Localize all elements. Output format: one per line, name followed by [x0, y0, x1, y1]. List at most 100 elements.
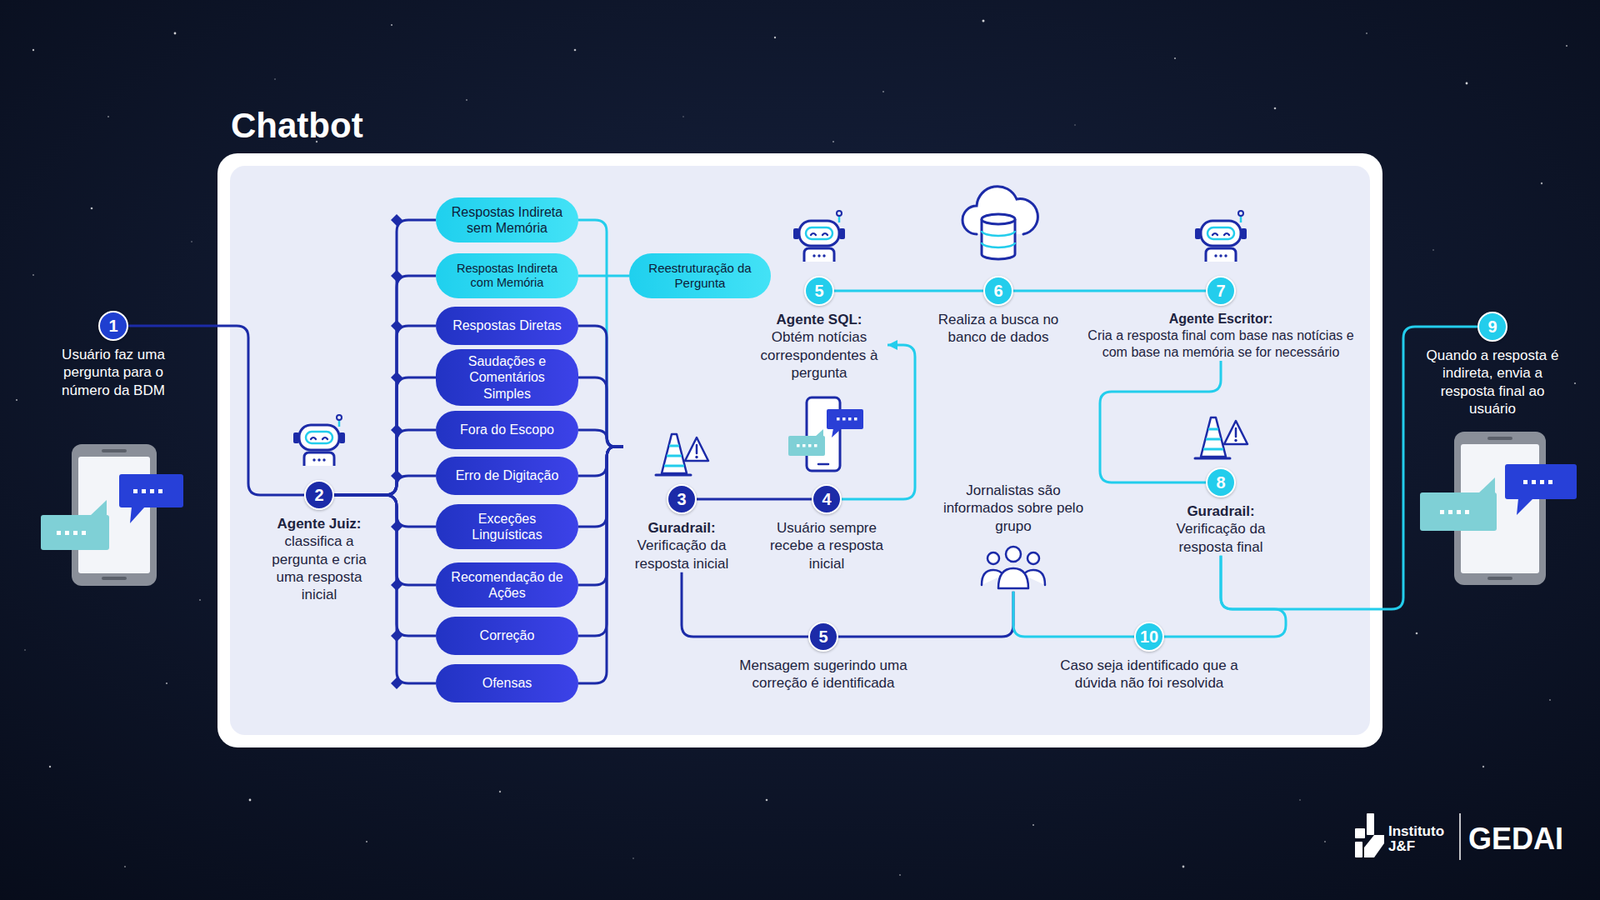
- flow-connector: [578, 275, 630, 277]
- stars: [15, 20, 1576, 876]
- phone-illustration: [40, 444, 184, 586]
- connector-line: [578, 446, 624, 636]
- pill-label: Respostas Indireta com Memória: [444, 261, 570, 291]
- step-text: classifica a pergunta e cria uma respost…: [260, 532, 378, 604]
- step-heading: Agente Escritor:: [1079, 310, 1363, 328]
- flow-connector: [1164, 555, 1286, 637]
- pill-label: Recomendação de Ações: [444, 569, 570, 601]
- connector-line: [578, 325, 624, 447]
- connector-line: [1220, 326, 1478, 610]
- db-icon: [956, 182, 1040, 263]
- pill-label: Respostas Indireta sem Memória: [444, 204, 570, 236]
- category-pill: Respostas Indireta com Memória: [435, 253, 579, 299]
- callout-number: 8: [1205, 467, 1236, 498]
- connector-line: [334, 377, 436, 495]
- connector-line: [834, 290, 984, 293]
- flow-connector: [334, 220, 436, 495]
- connector-line: [578, 446, 624, 476]
- pill-label: Fora do Escopo: [460, 421, 555, 438]
- info-text: Jornalistas são informados sobre pelo gr…: [942, 481, 1085, 535]
- phone-icon: [786, 394, 867, 475]
- info-node: Jornalistas são informados sobre pelo gr…: [942, 481, 1085, 592]
- category-pill: Ofensas: [435, 664, 579, 703]
- step-text: Caso seja identificado que a dúvida não …: [1053, 656, 1245, 693]
- step-text: Usuário sempre recebe a resposta inicial: [760, 519, 894, 573]
- connector-line: [334, 275, 436, 495]
- category-pill: Saudações e Comentários Simples: [435, 349, 579, 406]
- connector-line: [334, 220, 436, 495]
- flow-connector: [334, 275, 436, 495]
- connector-line: [578, 446, 624, 527]
- category-pill: Exceções Linguísticas: [435, 504, 579, 550]
- flow-connector: [334, 430, 436, 495]
- pill-label: Exceções Linguísticas: [444, 510, 570, 543]
- connector-line: [578, 377, 624, 447]
- step-heading: Guradrail:: [623, 519, 740, 537]
- flow-connector: [334, 377, 436, 495]
- phone-illustration: [1420, 431, 1577, 585]
- step-text: Cria a resposta final com base nas notíc…: [1079, 327, 1363, 361]
- connector-line: [1100, 360, 1221, 483]
- step-node: 10Caso seja identificado que a dúvida nã…: [1053, 621, 1245, 693]
- step-node: 8Guradrail:Verificação da resposta final: [1158, 410, 1284, 556]
- step-text: Usuário faz uma pergunta para o número d…: [41, 345, 185, 400]
- logo-divider: [1459, 813, 1461, 860]
- junction-diamonds: [390, 214, 403, 690]
- logo-mark: [1355, 813, 1385, 858]
- step-text: Quando a resposta é indireta, envia a re…: [1421, 346, 1564, 418]
- robot-icon: [1190, 209, 1251, 263]
- cone-icon: [1191, 410, 1250, 461]
- pill-label: Saudações e Comentários Simples: [444, 353, 570, 402]
- flow-connector: [681, 572, 809, 637]
- step-node: 4Usuário sempre recebe a resposta inicia…: [760, 394, 894, 573]
- flow-connector: [334, 325, 436, 495]
- connector-line: [334, 475, 436, 495]
- flow-connector: [578, 446, 624, 585]
- step-node: 6Realiza a busca no banco de dados: [931, 182, 1065, 347]
- robot-icon: [789, 209, 850, 263]
- flow-connector: [578, 446, 624, 527]
- step-node: 9Quando a resposta é indireta, envia a r…: [1421, 311, 1564, 418]
- step-heading: Agente SQL:: [752, 310, 886, 329]
- connector-line: [334, 430, 436, 495]
- callout-number: 5: [808, 621, 839, 652]
- connector-line: [1164, 555, 1286, 637]
- connector-line: [578, 430, 624, 447]
- step-text: Mensagem sugerindo uma correção é identi…: [719, 656, 928, 693]
- step-heading: Guradrail:: [1158, 502, 1284, 520]
- flow-connector: [838, 591, 1014, 637]
- connector-line: [578, 446, 624, 585]
- callout-number: 6: [983, 275, 1014, 306]
- category-pill: Respostas Indireta sem Memória: [435, 197, 579, 243]
- callout-number: 7: [1205, 275, 1236, 306]
- callout-number: 2: [304, 480, 335, 510]
- flow-connector: [578, 430, 624, 447]
- flow-connector: [1013, 290, 1206, 292]
- connector-line: [1013, 290, 1206, 293]
- connector-line: [578, 220, 624, 447]
- category-pill: Fora do Escopo: [435, 410, 579, 450]
- flow-connector: [578, 446, 624, 684]
- step-node: 3Guradrail:Verificação da resposta inici…: [623, 427, 740, 573]
- connector-line: [838, 591, 1014, 637]
- callout-number: 3: [666, 484, 697, 515]
- category-pill: Correção: [435, 616, 579, 655]
- pill-label: Erro de Digitação: [455, 467, 560, 484]
- callout-number: 9: [1477, 311, 1508, 342]
- flow-connector: [1100, 360, 1221, 483]
- arrow-head: [887, 340, 898, 350]
- step-node: 2Agente Juiz:classifica a pergunta e cri…: [260, 413, 378, 604]
- connector-line: [681, 572, 809, 637]
- connector-line: [334, 325, 436, 495]
- callout-number: 4: [811, 484, 842, 515]
- flow-connector: [1220, 326, 1478, 610]
- flow-connector: [578, 446, 624, 476]
- category-pill: Erro de Digitação: [435, 456, 579, 495]
- connector-line: [696, 498, 812, 501]
- robot-icon: [289, 413, 350, 467]
- people-icon: [978, 540, 1049, 592]
- flow-connector: [578, 446, 624, 636]
- callout-number: 10: [1134, 621, 1165, 652]
- category-pill: Respostas Diretas: [435, 306, 579, 345]
- step-node: 1Usuário faz uma pergunta para o número …: [41, 310, 185, 400]
